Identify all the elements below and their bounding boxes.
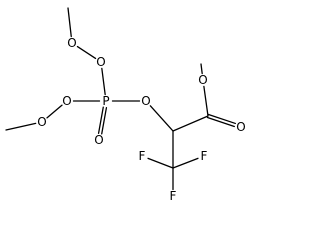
atom-label-f1: F	[139, 149, 146, 163]
bond-o_b1-o_b2	[46, 104, 63, 119]
atom-label-o_a2: O	[96, 55, 105, 69]
atom-label-o_ester: O	[198, 73, 207, 87]
atom-label-p: P	[102, 94, 109, 108]
bond-p-o_double	[97, 106, 104, 134]
molecule-structure: O O O O P O O F F F O O	[5, 7, 246, 203]
atom-label-layer: O O O O P O O F F F O O	[37, 36, 245, 203]
atom-label-o_double: O	[94, 133, 103, 147]
atom-label-o_b2: O	[62, 94, 71, 108]
atom-label-o_carbonyl: O	[236, 120, 245, 134]
bond-c_ester-o_carbonyl	[206, 116, 235, 128]
bond-me_b-o_b1	[5, 122, 37, 131]
bond-c_ester-o_carbonyl	[207, 113, 236, 125]
bond-c_alpha-c_ester	[172, 115, 209, 132]
bond-o_link-c_alpha	[149, 105, 174, 132]
bond-o_ester-me_c	[200, 63, 203, 75]
atom-label-f3: F	[170, 189, 177, 203]
atom-label-f2: F	[201, 149, 208, 163]
bond-o_a2-p	[101, 67, 106, 96]
bond-o_a1-o_a2	[76, 45, 97, 60]
bond-c_cf3-f2	[172, 157, 199, 169]
atom-label-o_link: O	[141, 94, 150, 108]
atom-label-o_a1: O	[67, 36, 76, 50]
bond-layer	[5, 7, 236, 191]
bond-me_a-o_a1	[67, 7, 72, 38]
atom-label-o_b1: O	[37, 115, 46, 129]
bond-c_cf3-f1	[147, 157, 174, 169]
bond-p-o_double	[101, 107, 108, 135]
bond-c_ester-o_ester	[203, 85, 209, 117]
